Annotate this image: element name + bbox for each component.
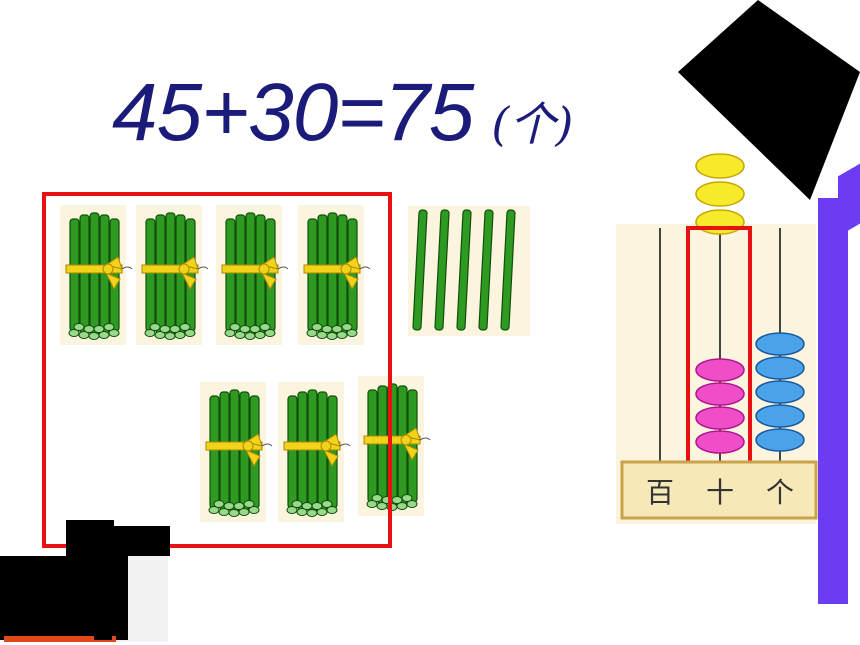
tens-beads — [695, 358, 745, 454]
stick-bundle — [357, 375, 431, 517]
purple-bar — [818, 198, 848, 604]
label-tens: 十 — [706, 476, 734, 509]
equation: 45+30=75 (个) — [112, 66, 573, 166]
stick-bundle — [277, 381, 351, 523]
highlight-box — [42, 192, 392, 548]
label-hundreds: 百 — [646, 476, 674, 509]
black-diamond — [678, 0, 860, 200]
bundles-area — [42, 192, 530, 548]
label-ones: 个 — [766, 476, 794, 509]
ones-beads — [755, 332, 805, 452]
abacus: 百 十 个 — [616, 153, 818, 524]
equation-unit: (个) — [491, 97, 574, 151]
corner-decoration — [0, 520, 170, 645]
loose-sticks — [408, 206, 530, 336]
stick-bundle — [59, 204, 133, 346]
stick-bundle — [135, 204, 209, 346]
stick-bundle — [215, 204, 289, 346]
equation-text: 45+30=75 — [112, 67, 474, 158]
place-value-bar — [620, 460, 818, 520]
stick-bundle — [199, 381, 273, 523]
stick-bundle — [297, 204, 371, 346]
